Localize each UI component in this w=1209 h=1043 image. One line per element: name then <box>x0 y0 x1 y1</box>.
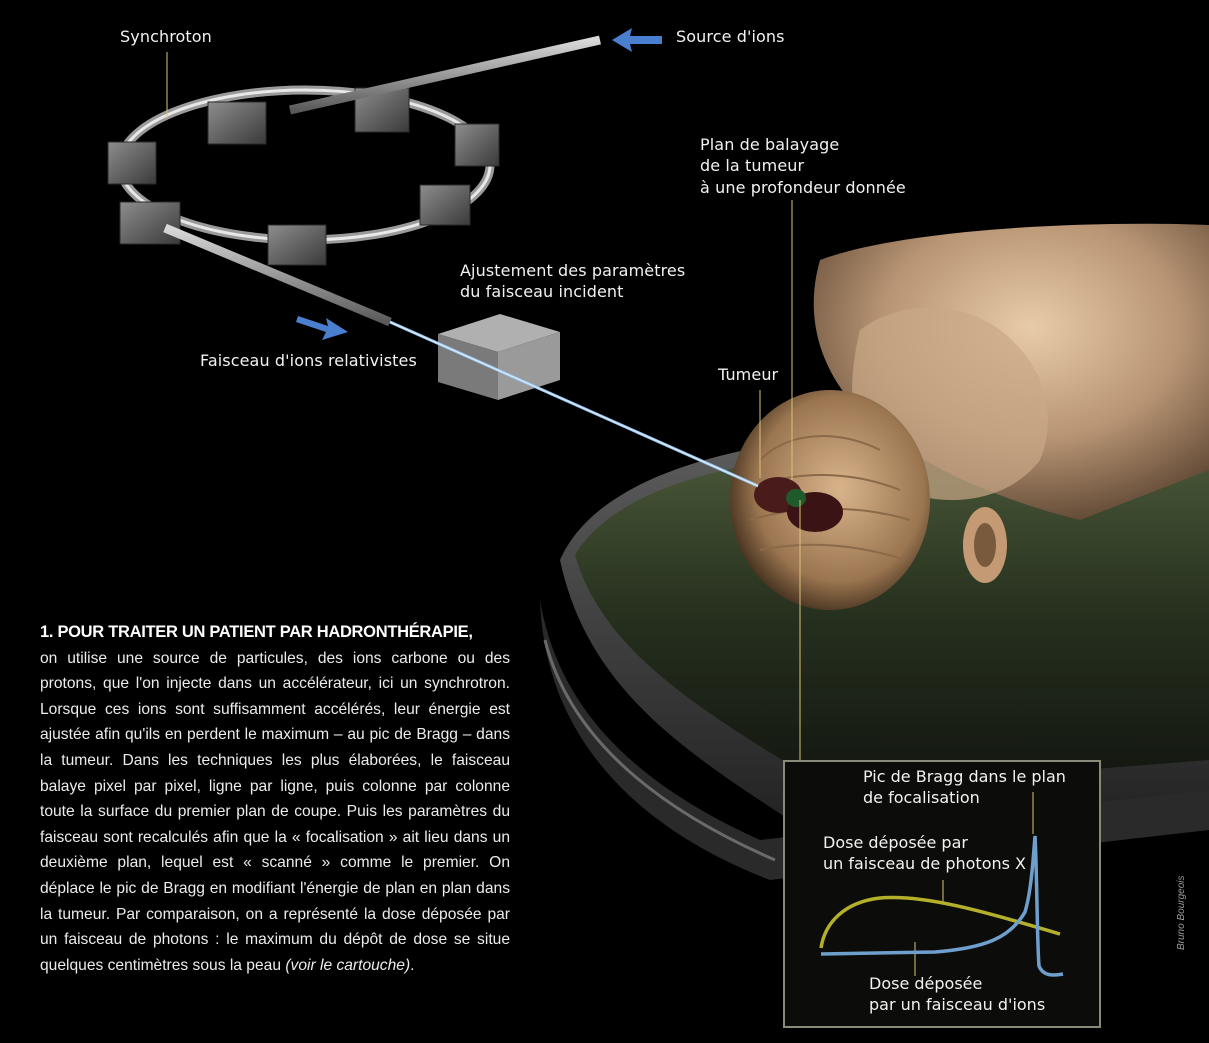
photon-dose-label-line1: Dose déposée par <box>823 832 968 853</box>
dose-depth-inset: Pic de Bragg dans le plan de focalisatio… <box>783 760 1101 1028</box>
adjust-parameters-label-line2: du faisceau incident <box>460 281 624 302</box>
synchrotron-label: Synchroton <box>120 26 212 47</box>
caption-reference: (voir le cartouche) <box>285 957 410 974</box>
ion-dose-label-line2: par un faisceau d'ions <box>869 994 1045 1015</box>
adjust-parameters-label-line1: Ajustement des paramètres <box>460 260 685 281</box>
tumor-label: Tumeur <box>718 364 778 385</box>
ion-beam-label: Faisceau d'ions relativistes <box>200 350 417 371</box>
bragg-peak-label-line1: Pic de Bragg dans le plan <box>863 766 1066 787</box>
figure-caption: 1. POUR TRAITER UN PATIENT PAR HADRONTHÉ… <box>40 620 510 978</box>
source-arrow-icon <box>612 28 662 52</box>
photon-dose-curve <box>821 897 1060 948</box>
parameter-adjustment-box <box>438 314 560 400</box>
scan-plane-label-line1: Plan de balayage <box>700 134 839 155</box>
caption-title: 1. POUR TRAITER UN PATIENT PAR HADRONTHÉ… <box>40 620 510 646</box>
caption-end: . <box>410 957 414 974</box>
scan-plane-label-line3: à une profondeur donnée <box>700 177 906 198</box>
caption-text: on utilise une source de particules, des… <box>40 650 510 974</box>
beam-direction-arrow-icon <box>296 316 348 340</box>
image-credit: Bruno Bourgeois <box>1176 876 1187 951</box>
ion-dose-label-line1: Dose déposée <box>869 973 982 994</box>
bragg-peak-label-line2: de focalisation <box>863 787 980 808</box>
photon-dose-label-line2: un faisceau de photons X <box>823 853 1026 874</box>
caption-body: on utilise une source de particules, des… <box>40 646 510 979</box>
scan-plane-label-line2: de la tumeur <box>700 155 804 176</box>
ion-source-label: Source d'ions <box>676 26 785 47</box>
